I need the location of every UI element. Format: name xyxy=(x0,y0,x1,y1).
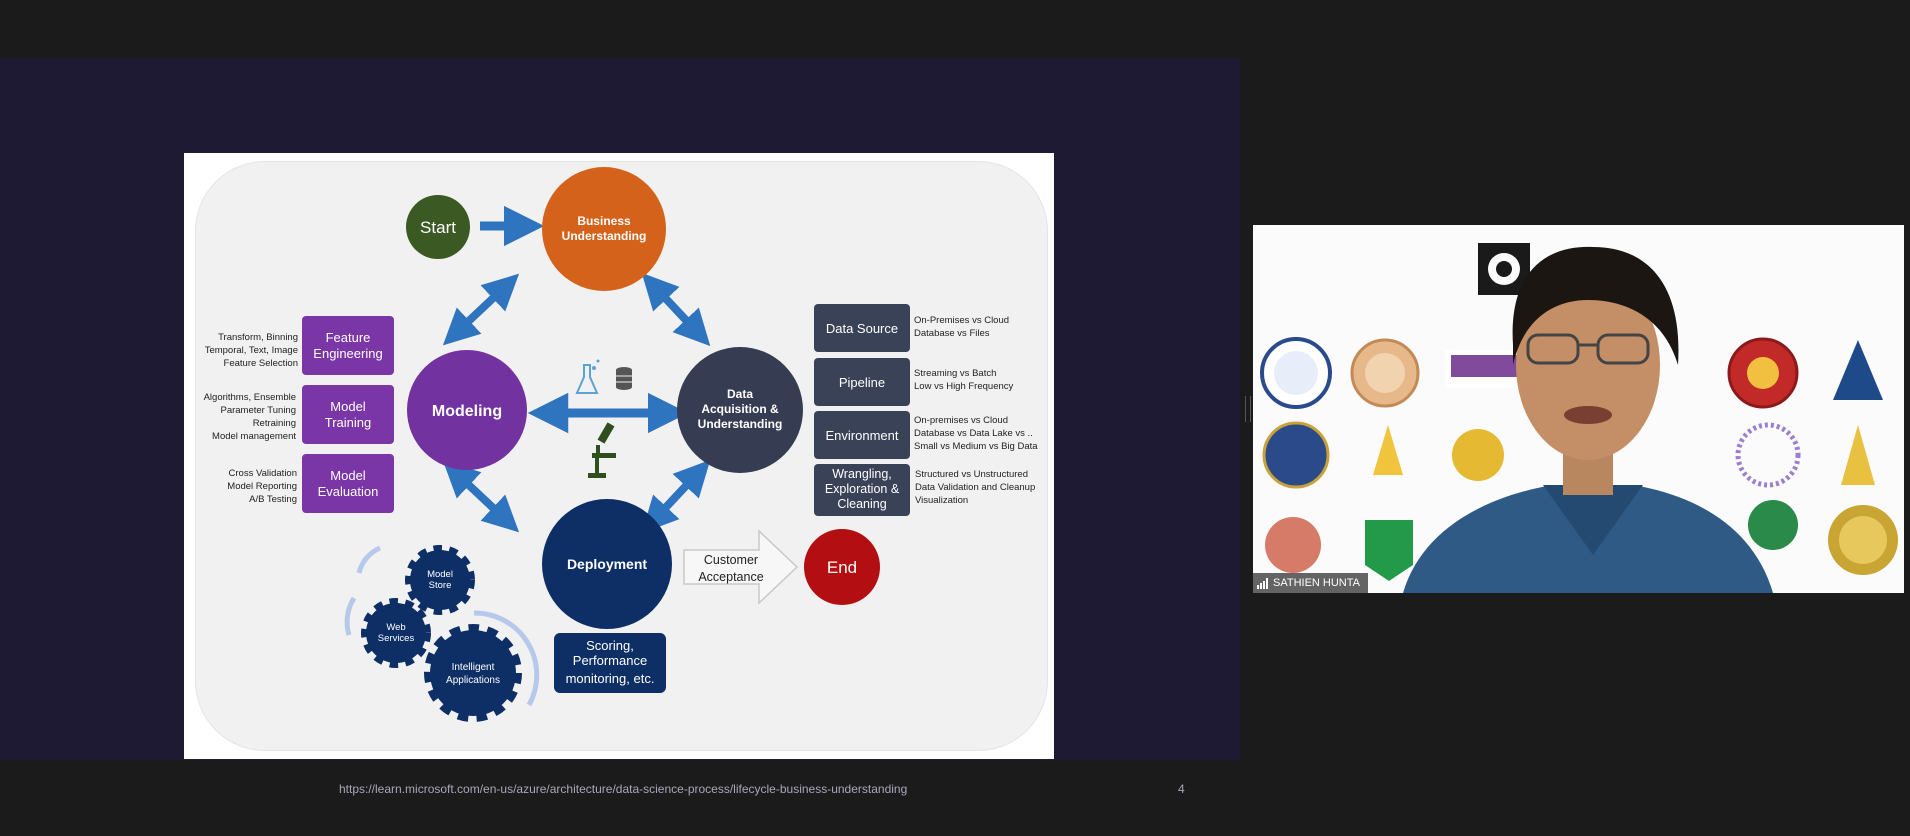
end-label: End xyxy=(827,558,857,577)
environment-note-1: On-premises vs Cloud xyxy=(914,415,1008,426)
wrangling-line2: Exploration & xyxy=(825,482,900,496)
model-store-gear: Model Store xyxy=(405,545,475,615)
wrangling-note-1: Structured vs Unstructured xyxy=(915,469,1028,480)
slide: Start Business Understanding Modeling Da… xyxy=(184,153,1054,759)
data-source-box: Data Source On-Premises vs Cloud Databas… xyxy=(814,304,1009,352)
web-services-line2: Services xyxy=(378,633,415,644)
model-training-box: Model Training Algorithms, Ensemble Para… xyxy=(204,385,394,444)
start-node xyxy=(406,195,470,259)
business-understanding-node xyxy=(542,167,666,291)
environment-note-2: Database vs Data Lake vs .. xyxy=(914,428,1033,439)
flask-icon xyxy=(575,359,600,394)
feature-engineering-line1: Feature xyxy=(326,330,371,345)
participant-name: SATHIEN HUNTA xyxy=(1273,577,1360,589)
wrangling-line1: Wrangling, xyxy=(832,467,892,481)
screen-share-area: Start Business Understanding Modeling Da… xyxy=(0,58,1240,796)
database-icon xyxy=(616,367,632,390)
customer-acceptance-arrow xyxy=(683,529,799,605)
lifecycle-diagram: Start Business Understanding Modeling Da… xyxy=(204,167,1038,722)
pipeline-note-1: Streaming vs Batch xyxy=(914,368,996,379)
feature-engineering-line2: Engineering xyxy=(313,346,382,361)
feature-note-1: Transform, Binning xyxy=(218,332,298,343)
deployment-node xyxy=(542,499,672,629)
start-label: Start xyxy=(420,218,456,237)
customer-label-line1: Customer xyxy=(704,553,758,567)
evaluation-note-2: Model Reporting xyxy=(227,481,297,492)
arrow-modeling-deployment xyxy=(442,460,520,533)
intelligent-apps-line2: Applications xyxy=(446,675,500,686)
data-label-line2: Acquisition & xyxy=(701,402,779,416)
cycle-arc xyxy=(344,596,357,636)
participant-video-tile[interactable]: SATHIEN HUNTA xyxy=(1253,225,1904,593)
training-note-2: Parameter Tuning xyxy=(220,405,296,416)
feature-engineering-box: Feature Engineering Transform, Binning T… xyxy=(205,316,394,375)
end-node xyxy=(804,529,880,605)
scoring-line3: monitoring, etc. xyxy=(566,671,655,686)
environment-note-3: Small vs Medium vs Big Data xyxy=(914,441,1038,452)
data-acquisition-node xyxy=(677,347,803,473)
data-source-label: Data Source xyxy=(826,321,898,336)
pipeline-label: Pipeline xyxy=(839,375,885,390)
customer-label-line2: Acceptance xyxy=(698,570,763,584)
model-evaluation-line2: Evaluation xyxy=(318,484,379,499)
wrangling-line3: Cleaning xyxy=(837,497,886,511)
training-note-1: Algorithms, Ensemble xyxy=(204,392,296,403)
arrow-business-modeling xyxy=(442,273,520,346)
web-services-gear: Web Services xyxy=(361,598,431,668)
participant-person xyxy=(1403,246,1773,593)
pipeline-note-2: Low vs High Frequency xyxy=(914,381,1014,392)
modeling-label: Modeling xyxy=(432,403,502,420)
business-label-line1: Business xyxy=(577,214,631,228)
model-store-line2: Store xyxy=(429,580,452,591)
arrow-data-deployment xyxy=(641,459,711,534)
pipeline-box: Pipeline Streaming vs Batch Low vs High … xyxy=(814,358,1014,406)
evaluation-note-1: Cross Validation xyxy=(229,468,297,479)
web-services-line1: Web xyxy=(386,622,405,633)
video-feed xyxy=(1253,225,1904,593)
scoring-line1: Scoring, xyxy=(586,638,634,653)
training-note-4: Model management xyxy=(212,431,296,442)
model-evaluation-line1: Model xyxy=(330,468,366,483)
model-training-line2: Training xyxy=(325,415,371,430)
scoring-line2: Performance xyxy=(573,653,647,668)
microscope-icon xyxy=(588,422,616,478)
modeling-node xyxy=(407,350,527,470)
wrangling-box: Wrangling, Exploration & Cleaning Struct… xyxy=(814,464,1035,516)
gears-cluster: Model Store Web Services Intelligent App… xyxy=(344,545,540,722)
data-label-line3: Understanding xyxy=(698,417,783,431)
wrangling-note-2: Data Validation and Cleanup xyxy=(915,482,1035,493)
wrangling-note-3: Visualization xyxy=(915,495,968,506)
intelligent-applications-gear: Intelligent Applications xyxy=(424,624,522,722)
model-store-line1: Model xyxy=(427,569,453,580)
model-evaluation-box: Model Evaluation Cross Validation Model … xyxy=(227,454,394,513)
environment-label: Environment xyxy=(826,428,899,443)
environment-box: Environment On-premises vs Cloud Databas… xyxy=(814,411,1038,459)
data-label-line1: Data xyxy=(727,387,753,401)
business-label-line2: Understanding xyxy=(562,229,647,243)
arrow-business-data xyxy=(641,272,711,347)
signal-bars-icon xyxy=(1257,577,1268,589)
source-url[interactable]: https://learn.microsoft.com/en-us/azure/… xyxy=(339,782,908,796)
training-note-3: Retraining xyxy=(253,418,296,429)
cycle-arc xyxy=(356,545,382,574)
scoring-box xyxy=(554,633,666,693)
university-seals-backdrop xyxy=(1260,337,1898,581)
slide-page-number: 4 xyxy=(1178,782,1185,796)
evaluation-note-3: A/B Testing xyxy=(249,494,297,505)
participant-name-tag: SATHIEN HUNTA xyxy=(1253,573,1368,593)
model-training-line1: Model xyxy=(330,399,366,414)
cycle-arc xyxy=(473,610,540,707)
feature-note-3: Feature Selection xyxy=(224,358,298,369)
intelligent-apps-line1: Intelligent xyxy=(452,662,495,673)
resize-handle[interactable] xyxy=(1245,396,1251,422)
data-source-note-1: On-Premises vs Cloud xyxy=(914,315,1009,326)
deployment-label: Deployment xyxy=(567,556,647,572)
data-source-note-2: Database vs Files xyxy=(914,328,990,339)
feature-note-2: Temporal, Text, Image xyxy=(205,345,298,356)
